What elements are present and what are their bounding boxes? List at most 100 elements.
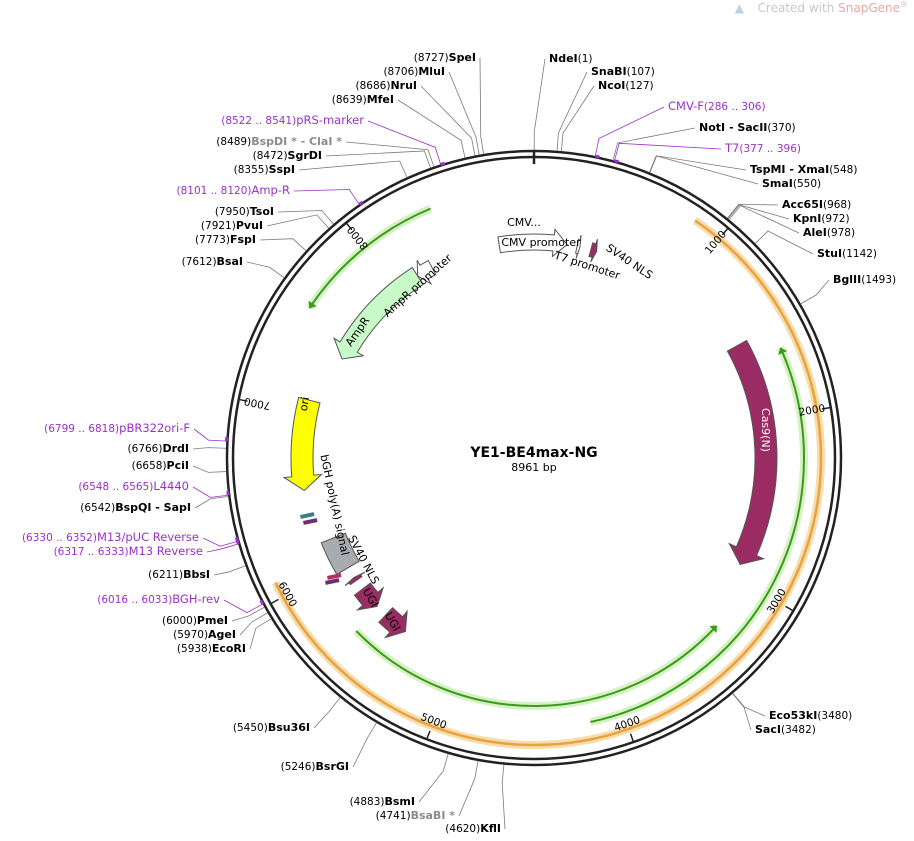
site-name: DrdI	[162, 442, 189, 455]
site-spei[interactable]: (8727)SpeI	[414, 51, 476, 64]
site-ecori[interactable]: (5938)EcoRI	[177, 642, 246, 655]
feature-sv40-nls-3[interactable]	[344, 571, 366, 586]
site-location: (6330 .. 6352)	[22, 532, 97, 544]
feature-ampr-6[interactable]	[333, 266, 424, 360]
site-bglii[interactable]: BglII(1493)	[833, 273, 896, 286]
site-bspqi-sapi[interactable]: (6542)BspQI - SapI	[80, 501, 191, 514]
site-leader-cmv-f	[594, 106, 665, 157]
site-cmv-f[interactable]: CMV-F(286 .. 306)	[668, 99, 766, 113]
site-pcii[interactable]: (6658)PciI	[132, 459, 189, 472]
site-bspdi-clai[interactable]: (8489)BspDI * - ClaI *	[216, 135, 342, 148]
site-name: BspQI - SapI	[115, 501, 191, 514]
site-acc65i[interactable]: Acc65I(968)	[782, 198, 851, 211]
feature-ugi-1[interactable]	[378, 607, 408, 639]
site-noti-sacii[interactable]: NotI - SacII(370)	[699, 121, 796, 134]
green-arc-ampr	[308, 207, 431, 309]
feature-ori-5[interactable]	[282, 396, 323, 492]
label-cmv-inner: CMV...	[507, 216, 541, 229]
snapgene-logo-icon: ▲	[734, 1, 744, 15]
feature-bgh-poly-a-signal-4[interactable]	[320, 532, 360, 576]
site-leader-ndei	[533, 58, 546, 151]
site-m13-reverse[interactable]: (6317 .. 6333)M13 Reverse	[54, 544, 203, 558]
site-pvui[interactable]: (7921)PvuI	[201, 219, 263, 232]
site-location: (4620)	[445, 823, 480, 835]
feature-cmv-promoter-8[interactable]	[497, 228, 568, 258]
site-leader-pbr322ori-f	[193, 428, 227, 442]
site-nrui[interactable]: (8686)NruI	[356, 79, 417, 92]
site-sgrdi[interactable]: (8472)SgrDI	[253, 149, 322, 162]
site-leader-bspdi-clai	[345, 141, 435, 167]
site-stui[interactable]: StuI(1142)	[817, 247, 877, 260]
tick-label-7000: 7000	[243, 395, 272, 412]
feature-sv40-nls-11[interactable]	[588, 238, 598, 263]
site-saci[interactable]: SacI(3482)	[755, 723, 816, 736]
site-fspi[interactable]: (7773)FspI	[195, 233, 256, 246]
primer-mark-amp-r	[358, 200, 364, 206]
site-alei[interactable]: AleI(978)	[803, 226, 855, 239]
site-location: (286 .. 306)	[704, 101, 766, 113]
site-leader-tspmi-xmai	[649, 155, 747, 173]
site-l4440[interactable]: (6548 .. 6565)L4440	[78, 479, 189, 493]
site-prs-marker[interactable]: (8522 .. 8541)pRS-marker	[221, 113, 364, 127]
site-name: BbsI	[183, 568, 210, 581]
tick-label-8000: 8000	[345, 223, 371, 251]
site-leader-saci	[732, 693, 752, 731]
site-leader-m13-reverse	[206, 543, 239, 553]
site-location: (5450)	[233, 722, 268, 734]
tick-label-2000: 2000	[798, 403, 826, 419]
site-name: T7	[724, 141, 739, 155]
site-name: Amp-R	[251, 183, 290, 197]
site-sspi[interactable]: (8355)SspI	[234, 163, 295, 176]
site-smai[interactable]: SmaI(550)	[762, 177, 821, 190]
site-leader-bsabi	[458, 760, 479, 817]
site-tsoi[interactable]: (7950)TsoI	[215, 205, 274, 218]
site-agei[interactable]: (5970)AgeI	[173, 628, 236, 641]
site-leader-ncoi	[560, 85, 595, 152]
site-mlui[interactable]: (8706)MluI	[383, 65, 445, 78]
site-amp-r[interactable]: (8101 .. 8120)Amp-R	[176, 183, 290, 197]
site-location: (8101 .. 8120)	[176, 185, 251, 197]
site-t7[interactable]: T7(377 .. 396)	[724, 141, 801, 155]
site-name: BsmI	[385, 795, 416, 808]
feature-cas9-n-0[interactable]	[726, 339, 778, 566]
tick-5000	[426, 730, 431, 740]
site-bsmi[interactable]: (4883)BsmI	[350, 795, 415, 808]
site-location: (5938)	[177, 643, 212, 655]
site-location: (8686)	[356, 80, 391, 92]
site-snabi[interactable]: SnaBI(107)	[591, 65, 655, 78]
site-bgh-rev[interactable]: (6016 .. 6033)BGH-rev	[97, 592, 220, 606]
site-ncoi[interactable]: NcoI(127)	[598, 79, 654, 92]
site-location: (7950)	[215, 206, 250, 218]
site-bsai[interactable]: (7612)BsaI	[182, 255, 243, 268]
feature-ugi-2[interactable]	[353, 582, 385, 611]
feature-ampr-promoter-7[interactable]	[416, 259, 437, 286]
site-pmei[interactable]: (6000)PmeI	[162, 614, 228, 627]
site-leader-pmei	[231, 606, 265, 622]
feature-t7-promoter-10[interactable]	[575, 234, 582, 259]
site-mfei[interactable]: (8639)MfeI	[332, 93, 394, 106]
site-pbr322ori-f[interactable]: (6799 .. 6818)pBR322ori-F	[44, 421, 190, 435]
site-kfli[interactable]: (4620)KflI	[445, 822, 501, 835]
site-name: BsrGI	[316, 760, 349, 773]
site-bbsi[interactable]: (6211)BbsI	[148, 568, 210, 581]
site-location: (968)	[823, 199, 851, 211]
site-leader-eco53ki	[732, 693, 766, 717]
site-ndei[interactable]: NdeI(1)	[549, 52, 593, 65]
site-drdi[interactable]: (6766)DrdI	[128, 442, 189, 455]
site-eco53ki[interactable]: Eco53kI(3480)	[769, 709, 852, 722]
site-location: (7612)	[182, 256, 217, 268]
site-name: NcoI	[598, 79, 625, 92]
site-m13-puc-reverse[interactable]: (6330 .. 6352)M13/pUC Reverse	[22, 530, 199, 544]
green-arc-cas9	[590, 347, 805, 724]
site-bsrgi[interactable]: (5246)BsrGI	[281, 760, 349, 773]
site-leader-bsu36i	[313, 697, 341, 729]
site-bsabi[interactable]: (4741)BsaBI *	[376, 809, 456, 822]
site-name: M13 Reverse	[129, 544, 203, 558]
site-location: (1493)	[861, 274, 896, 286]
site-leader-kfli	[501, 764, 506, 830]
site-name: BsaI	[217, 255, 243, 268]
site-kpni[interactable]: KpnI(972)	[793, 212, 850, 225]
site-location: (6317 .. 6333)	[54, 546, 129, 558]
site-bsu36i[interactable]: (5450)Bsu36I	[233, 721, 310, 734]
site-tspmi-xmai[interactable]: TspMI - XmaI(548)	[750, 163, 857, 176]
